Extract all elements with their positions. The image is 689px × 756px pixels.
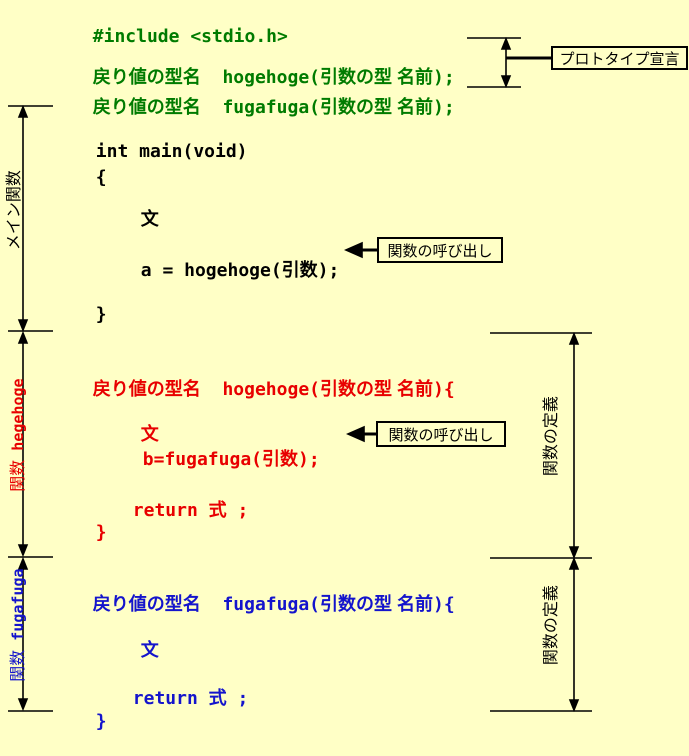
proto2-close: );: [433, 97, 455, 118]
main-close-brace: }: [78, 282, 107, 349]
definition-label-fugafuga: 関数の定義: [519, 585, 579, 683]
prototype-callout-box: プロトタイプ宣言: [551, 46, 688, 70]
definition-label-fugafuga-text: 関数の定義: [543, 585, 560, 666]
definition-bracket-hogehoge: [568, 331, 580, 560]
function-call-callout-2: 関数の呼び出し: [376, 421, 506, 447]
main-signature-line: int main(void): [78, 119, 248, 186]
fugafuga-function-bracket: [17, 556, 29, 712]
fugafuga-return-expr: 式: [208, 688, 227, 708]
fugafuga-close-brace-glyph: }: [95, 711, 107, 732]
hogehoge-bracket-label-jp: 関数: [10, 459, 27, 492]
hogehoge-return-kw: return: [132, 500, 209, 521]
hogehoge-call-line: b=fugafuga(引数);: [125, 426, 320, 494]
prototype-line-2: 戻り値の型名 fugafuga(引数の型 名前);: [75, 74, 455, 142]
fugafuga-statement-text: 文: [140, 640, 159, 660]
hogehoge-call-arg: 引数: [262, 449, 298, 469]
function-call-arrow-2-icon: [346, 425, 377, 443]
fugafuga-args: 引数の型 名前: [320, 594, 434, 614]
annotation-lines: [8, 36, 592, 713]
hogehoge-statement-text: 文: [140, 424, 159, 444]
hogehoge-bracket-label: 関数 hegehoge: [0, 378, 46, 509]
proto2-args: 引数の型 名前: [320, 97, 434, 117]
hogehoge-args: 引数の型 名前: [320, 379, 434, 399]
main-call-line: a = hogehoge(引数);: [123, 237, 340, 305]
fugafuga-func-name: fugafuga(: [200, 594, 320, 615]
fugafuga-return-semi: ;: [226, 688, 249, 709]
definition-label-hogehoge: 関数の定義: [519, 396, 579, 494]
main-signature: int main(void): [95, 141, 248, 162]
hogehoge-call-code2: );: [298, 449, 320, 470]
proto1-args: 引数の型 名前: [320, 67, 434, 87]
fugafuga-bracket-label-code: fugafuga: [9, 568, 27, 650]
prototype-line-1: 戻り値の型名 hogehoge(引数の型 名前);: [75, 44, 455, 112]
main-bracket-label-text: メイン関数: [6, 170, 23, 251]
hogehoge-function-bracket: [17, 330, 29, 558]
hogehoge-open: ){: [433, 379, 455, 400]
prototype-bracket: [467, 36, 551, 89]
hogehoge-return-type: 戻り値の型名: [92, 379, 201, 399]
fugafuga-statement: 文: [123, 617, 159, 685]
main-statement-text: 文: [140, 209, 159, 229]
main-open-brace-glyph: {: [95, 167, 107, 188]
main-call-code1: a = hogehoge(: [140, 260, 282, 281]
hogehoge-func-name: hogehoge(: [200, 379, 320, 400]
main-function-bracket: [8, 104, 53, 333]
fugafuga-open: ){: [433, 594, 455, 615]
hogehoge-return-expr: 式: [208, 500, 227, 520]
include-line: #include <stdio.h>: [75, 4, 288, 71]
fugafuga-return-type: 戻り値の型名: [92, 594, 201, 614]
function-call-arrow-1-icon: [344, 241, 378, 259]
main-call-arg: 引数: [281, 260, 318, 280]
hogehoge-return-line: return 式 ;: [115, 477, 249, 545]
diagram-canvas: #include <stdio.h> 戻り値の型名 hogehoge(引数の型 …: [0, 4, 688, 732]
main-statement: 文: [123, 186, 159, 254]
hogehoge-statement: 文: [123, 401, 159, 469]
main-open-brace: {: [78, 145, 107, 212]
fugafuga-header-line: 戻り値の型名 fugafuga(引数の型 名前){: [75, 571, 455, 639]
definition-label-hogehoge-text: 関数の定義: [543, 396, 560, 477]
main-call-code2: );: [317, 260, 340, 281]
proto1-func-name: hogehoge(: [200, 67, 320, 88]
definition-bracket-fugafuga: [568, 556, 580, 713]
fugafuga-bracket-label-jp: 関数: [10, 649, 27, 682]
function-call-callout-1: 関数の呼び出し: [377, 237, 503, 263]
fugafuga-bracket-label: 関数 fugafuga: [0, 568, 46, 699]
fugafuga-return-line: return 式 ;: [115, 665, 249, 733]
proto1-close: );: [433, 67, 455, 88]
proto2-return-type: 戻り値の型名: [92, 97, 201, 117]
include-code: #include <stdio.h>: [92, 26, 288, 47]
hogehoge-close-brace-glyph: }: [95, 522, 107, 543]
proto1-return-type: 戻り値の型名: [92, 67, 201, 87]
fugafuga-return-kw: return: [132, 688, 209, 709]
fugafuga-close-brace: }: [78, 689, 107, 756]
proto2-func-name: fugafuga(: [200, 97, 320, 118]
hogehoge-header-line: 戻り値の型名 hogehoge(引数の型 名前){: [75, 356, 455, 424]
hogehoge-call-code1: b=fugafuga(: [142, 449, 262, 470]
hogehoge-return-semi: ;: [226, 500, 249, 521]
hogehoge-close-brace: }: [78, 500, 107, 567]
hogehoge-bracket-label-code: hegehoge: [9, 378, 27, 460]
main-close-brace-glyph: }: [95, 304, 107, 325]
main-function-bracket-label: メイン関数: [0, 170, 42, 268]
